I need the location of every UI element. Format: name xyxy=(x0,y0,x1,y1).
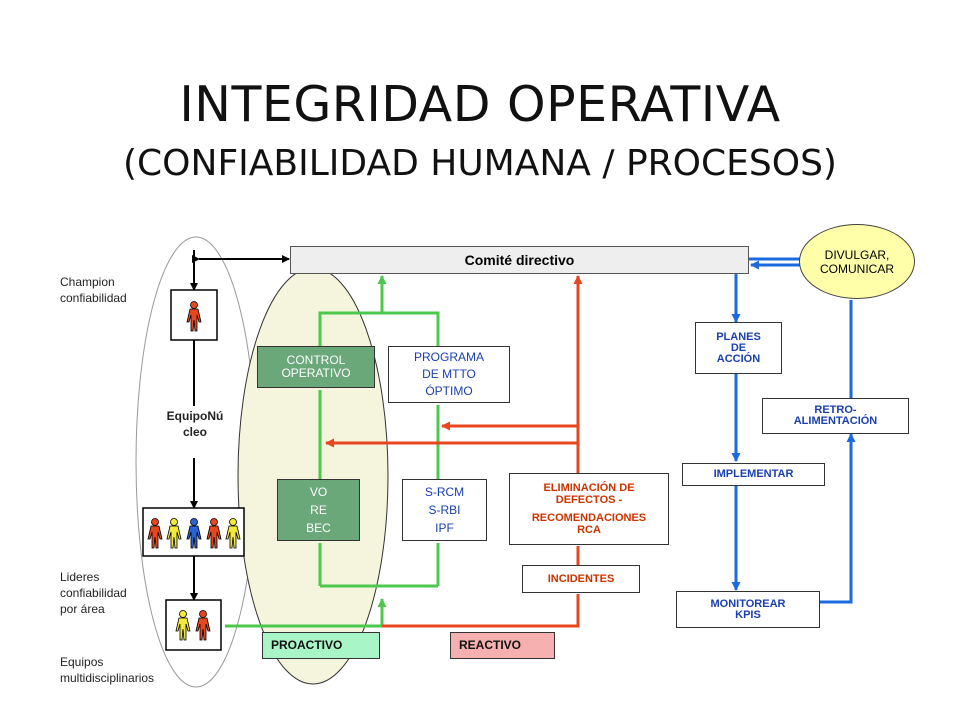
champion-person-icon xyxy=(170,289,218,341)
blue-flow xyxy=(731,257,856,604)
planes-line: PLANES xyxy=(716,330,761,343)
equipos-label-line: Equipos xyxy=(60,655,104,669)
proactivo-label: PROACTIVO xyxy=(271,638,343,652)
title-line2: (CONFIABILIDAD HUMANA / PROCESOS) xyxy=(123,143,837,184)
planes-line: DE xyxy=(730,341,747,354)
divulgar-comunicar-ellipse: DIVULGAR, COMUNICAR xyxy=(799,224,915,299)
eliminacion-line: DEFECTOS - xyxy=(555,494,623,506)
proactivo-box: PROACTIVO xyxy=(262,632,380,659)
red-flow xyxy=(325,275,583,628)
monitorear-kpis-box: MONITOREAR KPIS xyxy=(676,591,820,628)
implementar-box: IMPLEMENTAR xyxy=(682,463,825,486)
lideres-label-line: por área xyxy=(60,602,105,616)
programa-line: ÓPTIMO xyxy=(425,384,473,398)
lideres-label-line: confiabilidad xyxy=(60,586,127,600)
proactive-ellipse xyxy=(237,267,389,685)
equipo-nucleo-label: EquipoNú cleo xyxy=(162,408,228,440)
lideres-label-line: Lideres xyxy=(60,570,100,584)
vo-re-bec-line: BEC xyxy=(306,521,331,535)
eliminacion-line: ELIMINACIÓN DE xyxy=(543,482,635,494)
planes-line: ACCIÓN xyxy=(716,352,761,365)
champion-label-line: Champion xyxy=(60,275,115,289)
equipo-nucleo-label-line: cleo xyxy=(182,425,207,439)
eliminacion-line: RECOMENDACIONES xyxy=(531,512,647,524)
reactivo-box: REACTIVO xyxy=(450,632,555,659)
hierarchy-connectors xyxy=(190,250,290,601)
incidentes-box: INCIDENTES xyxy=(522,565,640,593)
title-line1: INTEGRIDAD OPERATIVA xyxy=(179,76,781,133)
equipo-nucleo-label-line: EquipoNú xyxy=(166,409,224,423)
srcm-line: S-RBI xyxy=(428,503,461,517)
eliminacion-defectos-box: ELIMINACIÓN DE DEFECTOS - RECOMENDACIONE… xyxy=(509,473,669,545)
implementar-label: IMPLEMENTAR xyxy=(713,468,794,480)
eliminacion-line: RCA xyxy=(577,524,601,536)
control-operativo-box: CONTROL OPERATIVO xyxy=(257,346,375,388)
programa-line: PROGRAMA xyxy=(413,350,484,364)
monitorear-line: MONITOREAR xyxy=(710,597,786,610)
divulgar-line: COMUNICAR xyxy=(820,261,894,276)
incidentes-label: INCIDENTES xyxy=(547,572,615,585)
reactivo-label: REACTIVO xyxy=(459,638,522,652)
srcm-line: IPF xyxy=(435,521,454,535)
control-operativo-line: OPERATIVO xyxy=(281,366,351,380)
srcm-box: S-RCM S-RBI IPF xyxy=(402,479,487,541)
vo-re-bec-line: VO xyxy=(309,485,328,499)
comite-directivo-box: Comité directivo xyxy=(290,246,749,274)
team-of-five-icon xyxy=(142,507,245,557)
equipos-label-line: multidisciplinarios xyxy=(60,671,155,685)
monitorear-line: KPIS xyxy=(735,608,761,621)
programa-line: DE MTTO xyxy=(422,367,476,381)
vo-re-bec-box: VO RE BEC xyxy=(277,479,360,541)
retro-line: ALIMENTACIÓN xyxy=(793,415,878,427)
control-operativo-line: CONTROL xyxy=(286,353,346,367)
srcm-line: S-RCM xyxy=(424,485,465,499)
programa-mtto-box: PROGRAMA DE MTTO ÓPTIMO xyxy=(388,346,510,403)
divulgar-line: DIVULGAR, xyxy=(824,247,890,262)
vo-re-bec-line: RE xyxy=(310,503,327,517)
champion-label-line: confiabilidad xyxy=(60,291,127,305)
planes-accion-box: PLANES DE ACCIÓN xyxy=(695,322,782,374)
comite-directivo-label: Comité directivo xyxy=(464,251,575,268)
equipos-label: Equipos multidisciplinarios xyxy=(60,654,154,686)
lideres-label: Lideres confiabilidad por área xyxy=(60,569,127,617)
champion-label: Champion confiabilidad xyxy=(60,274,127,306)
pair-of-people-icon xyxy=(165,599,222,651)
retroalimentacion-box: RETRO- ALIMENTACIÓN xyxy=(762,398,909,434)
retro-line: RETRO- xyxy=(814,404,857,416)
